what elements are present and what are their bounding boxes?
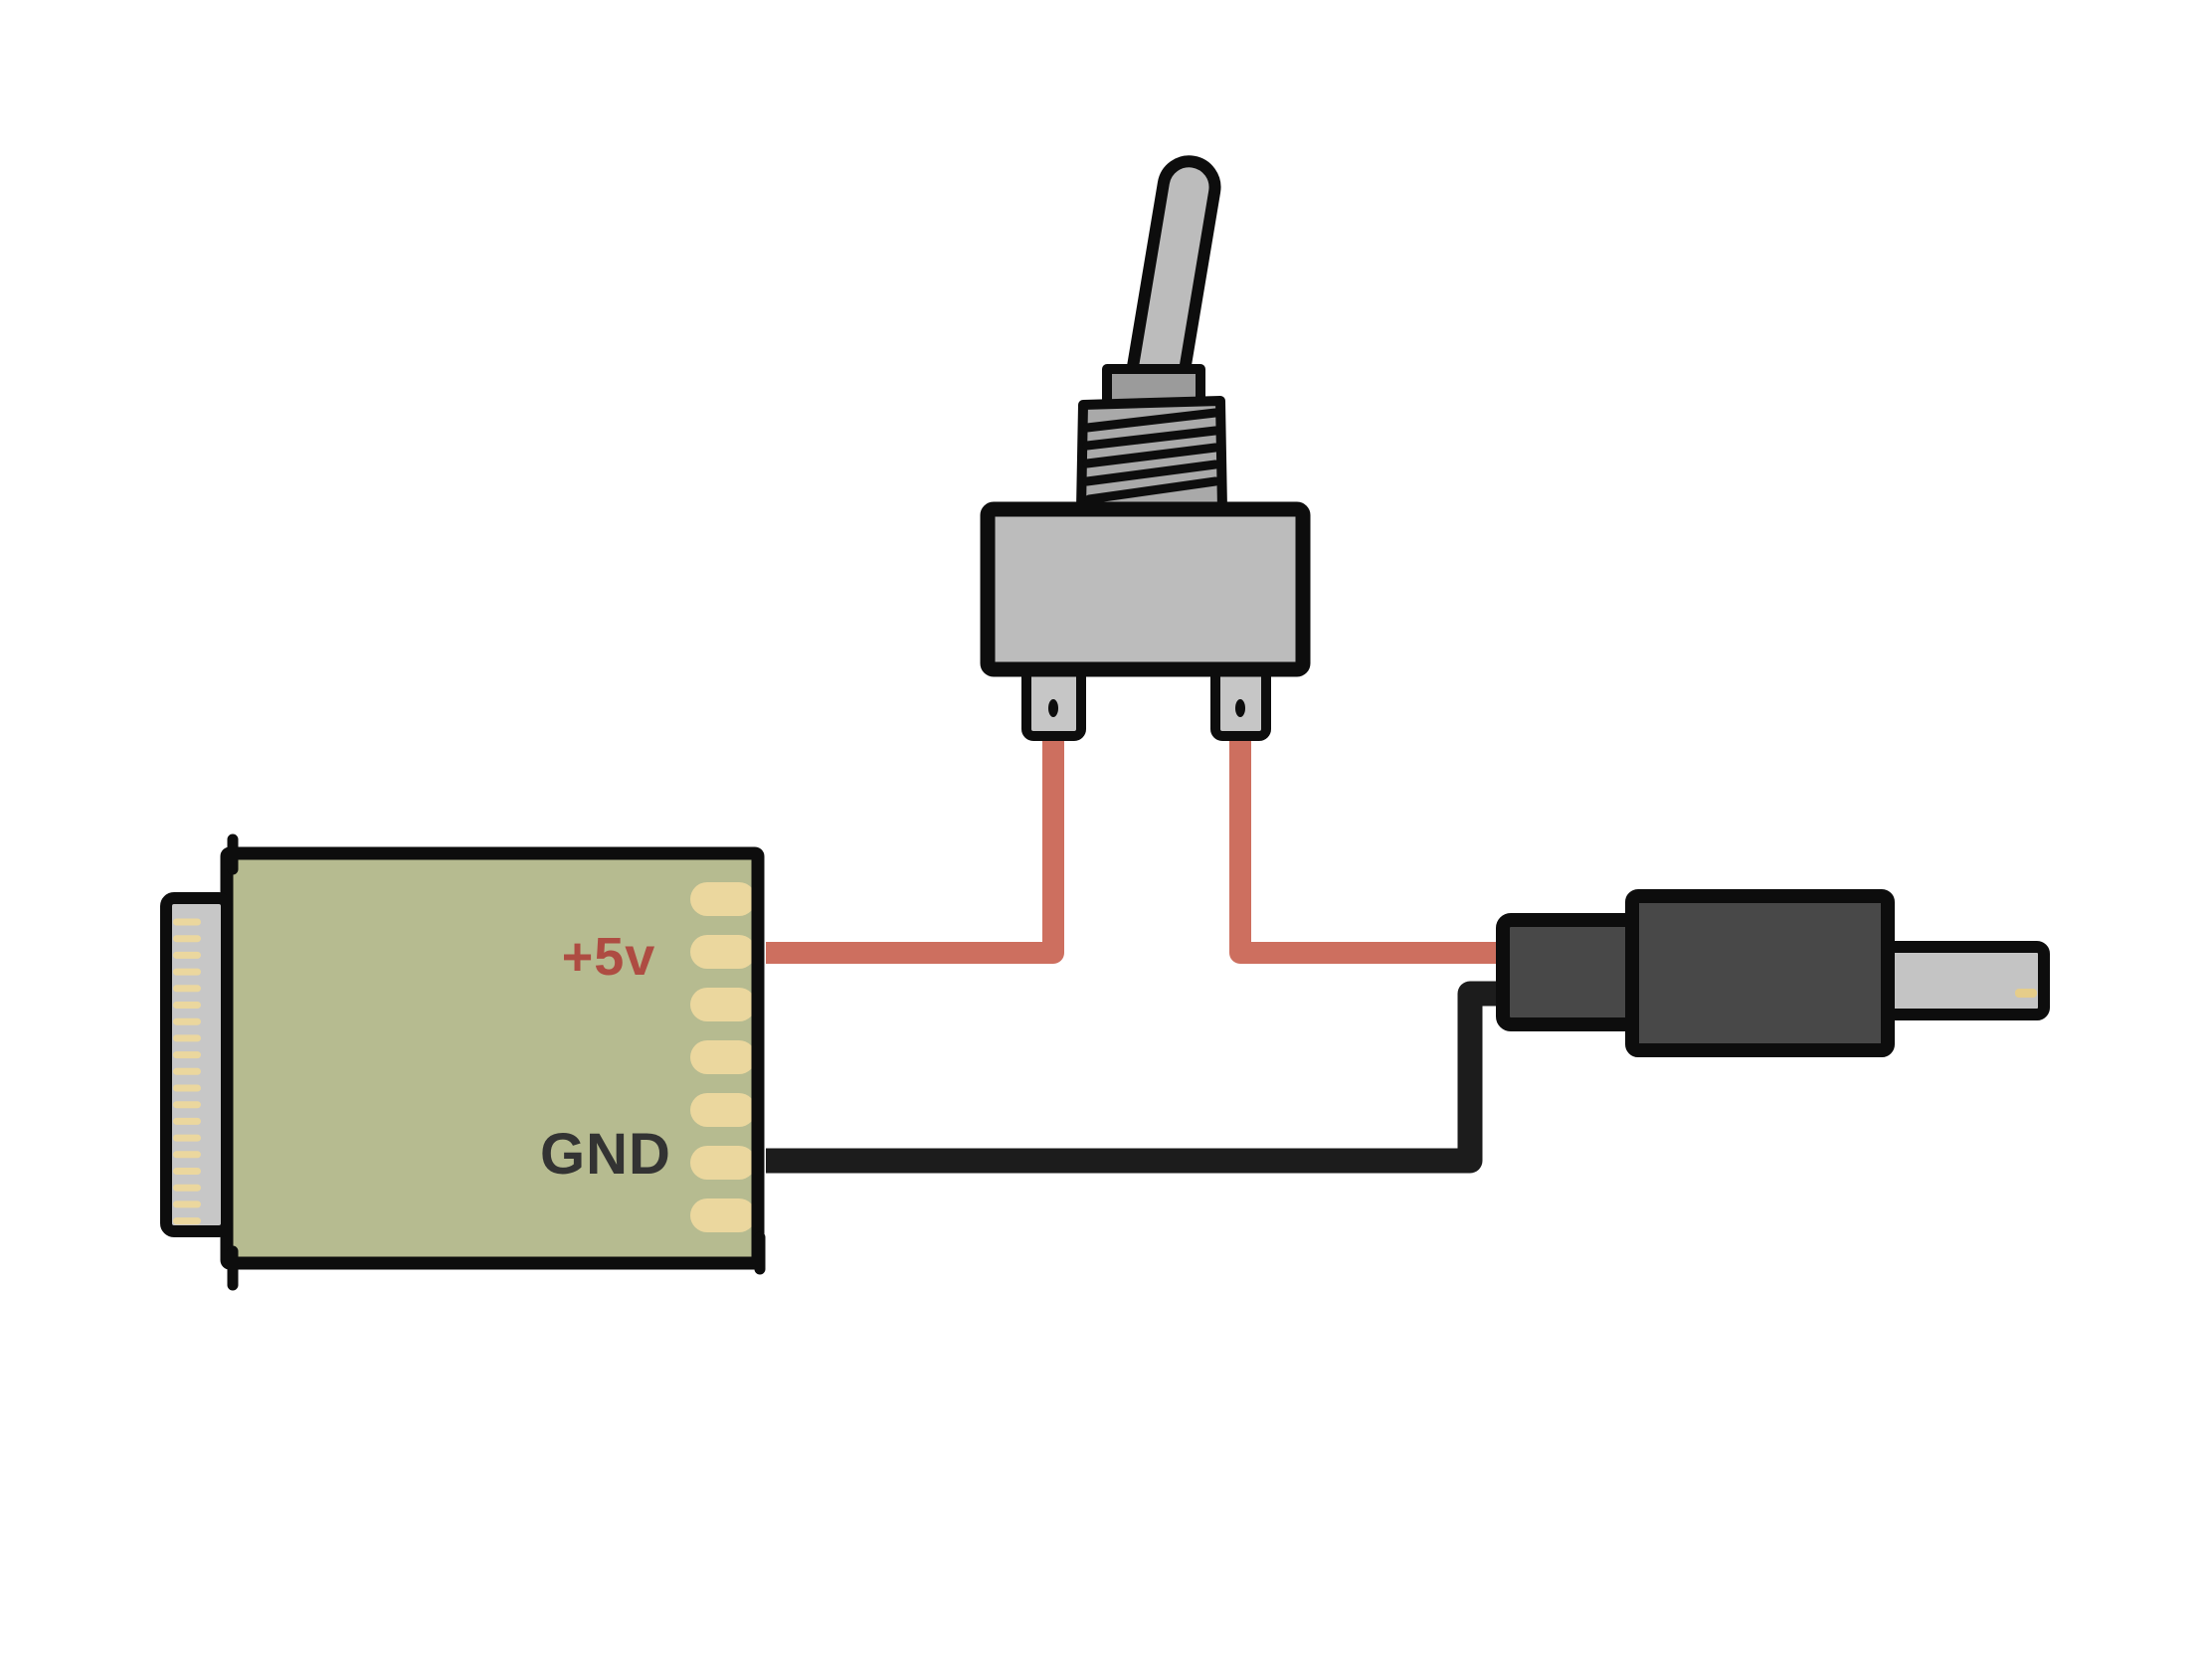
edge-connector-pin (173, 1051, 201, 1059)
edge-connector-pin (173, 1034, 201, 1042)
wires (766, 738, 1512, 1174)
usb-connector (1496, 889, 2050, 1057)
board-pin (690, 882, 756, 916)
usb-plug-contact (2015, 989, 2037, 998)
edge-connector-pin (173, 968, 201, 976)
circuit-board: +5v GND (160, 833, 766, 1291)
edge-connector-pin (173, 1168, 201, 1175)
ground-pin-label: GND (540, 1122, 671, 1187)
usb-housing (1625, 889, 1895, 1057)
circuit-board-body (227, 853, 758, 1263)
edge-connector-pin (173, 985, 201, 993)
board-pin (690, 1198, 756, 1232)
edge-connector-pin (173, 1134, 201, 1142)
terminal-hole-right (1235, 699, 1245, 717)
sketch-ticks (227, 833, 766, 1291)
edge-connector (160, 892, 233, 1237)
terminal-hole-left (1048, 699, 1058, 717)
usb-plug (1882, 941, 2050, 1020)
edge-connector-pin (173, 1101, 201, 1109)
edge-connector-pin (173, 1184, 201, 1192)
board-pin (690, 935, 756, 969)
edge-connector-pin (173, 918, 201, 926)
edge-connector-pin (173, 1151, 201, 1159)
edge-connector-pin (173, 1084, 201, 1092)
switch-bushing-threads (1082, 408, 1220, 504)
edge-connector-pin (173, 951, 201, 959)
edge-connector-pin (173, 1067, 201, 1075)
edge-connector-pin (173, 1002, 201, 1009)
usb-neck (1496, 913, 1648, 1031)
wire-gnd-board-to-usb (766, 981, 1512, 1174)
toggle-switch (980, 155, 1311, 741)
board-pin (690, 1093, 756, 1127)
switch-body (980, 501, 1311, 677)
board-pin (690, 1040, 756, 1074)
power-pin-label: +5v (562, 927, 656, 987)
edge-connector-pin (173, 1117, 201, 1125)
edge-connector-pin (173, 1217, 201, 1225)
board-right-pins (690, 882, 756, 1232)
wire-5v-board-to-switch (766, 738, 1064, 964)
edge-connector-pin (173, 1017, 201, 1025)
board-pin (690, 1146, 756, 1180)
edge-connector-pin (173, 935, 201, 943)
edge-connector-pins (173, 918, 201, 1225)
edge-connector-pin (173, 1200, 201, 1208)
board-pin (690, 988, 756, 1021)
wire-5v-switch-to-usb (1229, 738, 1512, 964)
